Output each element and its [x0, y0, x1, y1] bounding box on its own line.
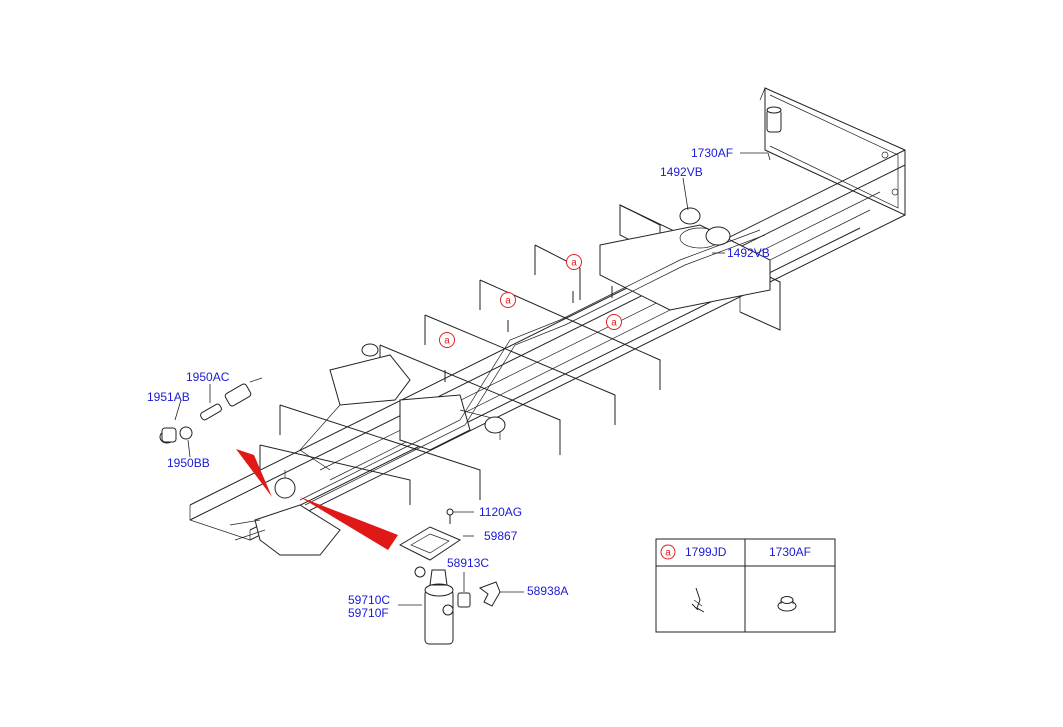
red-pointer-arrows — [236, 449, 398, 550]
ref-marker-a-4[interactable]: a — [439, 332, 455, 348]
ref-marker-a-3[interactable]: a — [606, 314, 622, 330]
ref-marker-a-2[interactable]: a — [500, 292, 516, 308]
label-1730AF[interactable]: 1730AF — [691, 146, 733, 160]
legend-col-1799JD: 1799JD — [685, 545, 727, 559]
svg-text:a: a — [611, 318, 617, 329]
label-58913C[interactable]: 58913C — [447, 556, 489, 570]
ref-marker-a-1[interactable]: a — [566, 254, 582, 270]
leader-lines — [174, 152, 771, 606]
fitting-parts-bottom — [398, 508, 501, 645]
grommet-part-icon — [777, 596, 797, 612]
chassis-frame-drawing — [189, 87, 906, 556]
svg-text:a: a — [571, 258, 577, 269]
label-1492VB-right[interactable]: 1492VB — [727, 246, 770, 260]
fitting-parts-left — [159, 377, 263, 444]
svg-text:a: a — [505, 296, 511, 307]
svg-text:a: a — [444, 336, 450, 347]
label-1492VB-top[interactable]: 1492VB — [660, 165, 703, 179]
label-1950BB[interactable]: 1950BB — [167, 456, 210, 470]
label-59710C[interactable]: 59710C — [348, 593, 390, 607]
red-pointer-left — [236, 449, 272, 497]
label-1951AB[interactable]: 1951AB — [147, 390, 190, 404]
label-58938A[interactable]: 58938A — [527, 584, 568, 598]
reference-markers: a a a a — [439, 254, 622, 348]
svg-text:a: a — [665, 548, 671, 559]
label-1120AG[interactable]: 1120AG — [479, 505, 522, 519]
label-1950AC[interactable]: 1950AC — [186, 370, 230, 384]
legend-table: a 1799JD 1730AF — [655, 538, 836, 633]
clip-part-icon — [691, 587, 705, 613]
label-59867[interactable]: 59867 — [484, 529, 518, 543]
legend-ref-marker: a — [660, 544, 676, 560]
part-labels: 1730AF 1492VB 1492VB 1950AC 1951AB 1950B… — [147, 146, 770, 620]
legend-col-1730AF: 1730AF — [769, 545, 811, 559]
label-59710F[interactable]: 59710F — [348, 606, 389, 620]
red-pointer-right — [300, 497, 398, 550]
